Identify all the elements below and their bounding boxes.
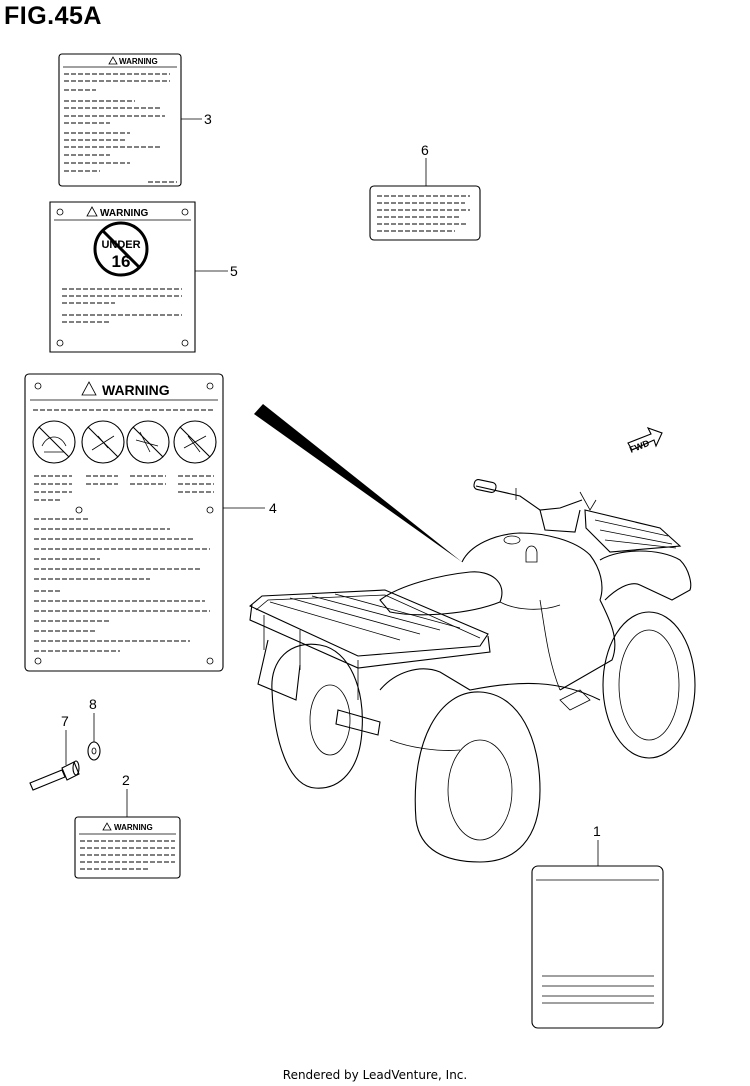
callout-7: 7	[61, 713, 69, 729]
callout-4: 4	[269, 500, 277, 516]
part-7-pin[interactable]	[29, 760, 80, 791]
part-4-warning-text: WARNING	[102, 382, 170, 398]
callout-1: 1	[593, 823, 601, 839]
part-8-washer[interactable]	[87, 741, 101, 761]
callout-8: 8	[89, 696, 97, 712]
under-text: UNDER	[101, 239, 140, 251]
part-3-warning-text: WARNING	[119, 57, 158, 66]
part-5-warning-text: WARNING	[100, 208, 149, 219]
atv-illustration	[248, 479, 696, 863]
part-2-warning-label[interactable]: WARNING	[74, 816, 181, 879]
location-pointer	[254, 404, 462, 562]
fwd-text: FWD	[628, 438, 651, 455]
age-text: 16	[112, 252, 131, 271]
under-16-prohibition-icon: UNDER 16	[93, 221, 149, 277]
part-4-warning-label[interactable]: WARNING	[24, 373, 224, 672]
safety-pictograms	[32, 420, 217, 464]
part-3-warning-label[interactable]: WARNING	[58, 53, 182, 187]
figure-title: FIG.45A	[4, 2, 102, 30]
part-5-under16-label[interactable]: WARNING UNDER 16	[49, 201, 196, 353]
footer-credit: Rendered by LeadVenture, Inc.	[282, 1068, 468, 1082]
part-1-label[interactable]	[531, 865, 664, 1029]
callout-3: 3	[204, 111, 212, 127]
callout-5: 5	[230, 263, 238, 279]
part-2-warning-text: WARNING	[114, 823, 153, 832]
fwd-arrow-icon: FWD	[627, 427, 663, 455]
callout-6: 6	[421, 142, 429, 158]
callout-2: 2	[122, 772, 130, 788]
part-6-label[interactable]	[369, 185, 481, 241]
